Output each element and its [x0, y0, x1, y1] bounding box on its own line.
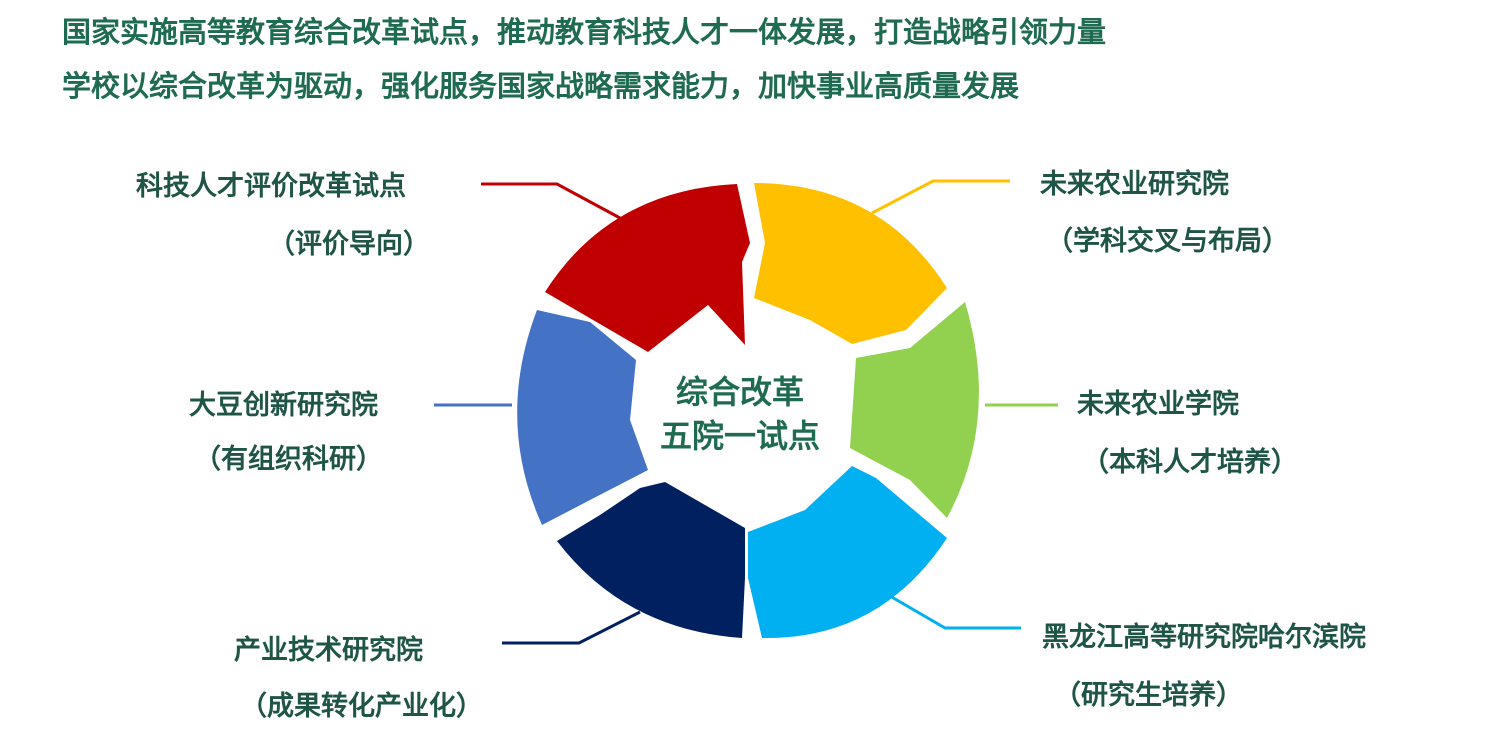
segment-heilongjiang-harbin	[748, 466, 947, 639]
label-heilongjiang-harbin-title: 黑龙江高等研究院哈尔滨院	[1042, 622, 1366, 653]
header-line-2: 学校以综合改革为驱动，强化服务国家战略需求能力，加快事业高质量发展	[62, 69, 1020, 103]
segment-future-agri-institute	[754, 183, 947, 344]
label-talent-evaluation-title: 科技人才评价改革试点	[136, 171, 406, 202]
label-future-agri-college-title: 未来农业学院	[1077, 389, 1239, 420]
label-industrial-tech-title: 产业技术研究院	[234, 635, 423, 666]
segment-industrial-tech	[557, 482, 745, 638]
leader-line-industrial-tech	[502, 610, 641, 645]
label-talent-evaluation-subtitle: （评价导向）	[268, 229, 430, 260]
label-heilongjiang-harbin-subtitle: （研究生培养）	[1054, 680, 1243, 711]
label-future-agri-college-subtitle: （本科人才培养）	[1082, 447, 1298, 478]
label-soybean-innovation-subtitle: （有组织科研）	[194, 444, 383, 475]
label-future-agri-institute-title: 未来农业研究院	[1040, 169, 1229, 200]
label-future-agri-institute-subtitle: （学科交叉与布局）	[1046, 226, 1289, 257]
leader-line-talent-evaluation	[481, 182, 621, 220]
segment-soybean-innovation	[517, 310, 648, 525]
center-title-line-2: 五院一试点	[659, 417, 820, 455]
segment-future-agri-college	[850, 302, 979, 518]
leader-line-heilongjiang-harbin	[889, 594, 1021, 630]
segment-talent-evaluation	[545, 184, 750, 352]
leader-line-future-agri-institute	[871, 179, 1010, 215]
label-soybean-innovation-title: 大豆创新研究院	[189, 390, 378, 421]
label-industrial-tech-subtitle: （成果转化产业化）	[240, 691, 483, 722]
header-line-1: 国家实施高等教育综合改革试点，推动教育科技人才一体发展，打造战略引领力量	[62, 15, 1107, 49]
center-title-line-1: 综合改革	[675, 373, 804, 411]
